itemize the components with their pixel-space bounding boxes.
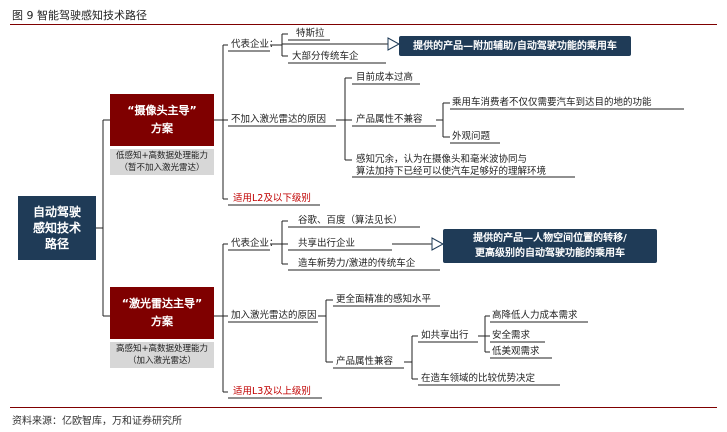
top-rule bbox=[10, 24, 717, 25]
camera-incompat-item: 外观问题 bbox=[452, 131, 491, 142]
camera-reason-label: 不加入激光雷达的原因 bbox=[231, 114, 327, 125]
lidar-shared-item: 高降低人力成本需求 bbox=[492, 310, 578, 321]
lidar-rep-item: 造车新势力/激进的传统车企 bbox=[298, 258, 416, 269]
lidar-shared-item: 低美观需求 bbox=[492, 346, 540, 357]
lidar-shared-item: 安全需求 bbox=[492, 330, 531, 341]
lidar-reason-shared: 如共享出行 bbox=[421, 330, 469, 341]
lidar-rep-item: 共享出行企业 bbox=[298, 238, 356, 249]
figure-title: 图 9 智能驾驶感知技术路径 bbox=[12, 9, 147, 22]
source-note: 资料来源：亿欧智库，万和证券研究所 bbox=[12, 416, 182, 427]
lidar-solution-note: 高感知+高数据处理能力 （加入激光雷达） bbox=[110, 342, 214, 368]
camera-product-callout: 提供的产品—附加辅助/自动驾驶功能的乘用车 bbox=[399, 36, 631, 56]
lidar-product-callout: 提供的产品—人物空间位置的转移/ 更高级别的自动驾驶功能的乘用车 bbox=[443, 229, 657, 263]
camera-level: 适用L2及以下级别 bbox=[233, 193, 311, 204]
lidar-solution-box: “激光雷达主导” 方案 bbox=[110, 287, 214, 339]
camera-solution-box: “摄像头主导” 方案 bbox=[110, 94, 214, 146]
camera-reason-redundant-line: 感知冗余，认为在摄像头和毫米波协同与 bbox=[356, 154, 528, 165]
camera-solution-note: 低感知+高数据处理能力 （暂不加入激光雷达） bbox=[110, 149, 214, 175]
camera-reason-redundant-line: 算法加持下已经可以使汽车足够好的理解环境 bbox=[356, 166, 547, 177]
lidar-reason-label: 加入激光雷达的原因 bbox=[231, 310, 317, 321]
bottom-rule bbox=[10, 407, 717, 408]
camera-rep-item: 特斯拉 bbox=[296, 28, 325, 39]
root-node: 自动驾驶 感知技术 路径 bbox=[18, 196, 96, 260]
lidar-level: 适用L3及以上级别 bbox=[233, 386, 311, 397]
camera-incompat-item: 乘用车消费者不仅仅需要汽车到达目的地的功能 bbox=[452, 97, 652, 108]
camera-reason-incompat: 产品属性不兼容 bbox=[356, 114, 423, 125]
lidar-reason-advantage: 在造车领域的比较优势决定 bbox=[421, 373, 536, 384]
lidar-reason-compat: 产品属性兼容 bbox=[336, 356, 394, 367]
lidar-rep-item: 谷歌、百度（算法见长） bbox=[298, 215, 403, 226]
lidar-reason-precise: 更全面精准的感知水平 bbox=[336, 294, 432, 305]
camera-reason-cost: 目前成本过高 bbox=[356, 72, 414, 83]
camera-rep-label: 代表企业： bbox=[231, 39, 279, 50]
camera-rep-item: 大部分传统车企 bbox=[292, 51, 359, 62]
lidar-rep-label: 代表企业： bbox=[231, 238, 279, 249]
